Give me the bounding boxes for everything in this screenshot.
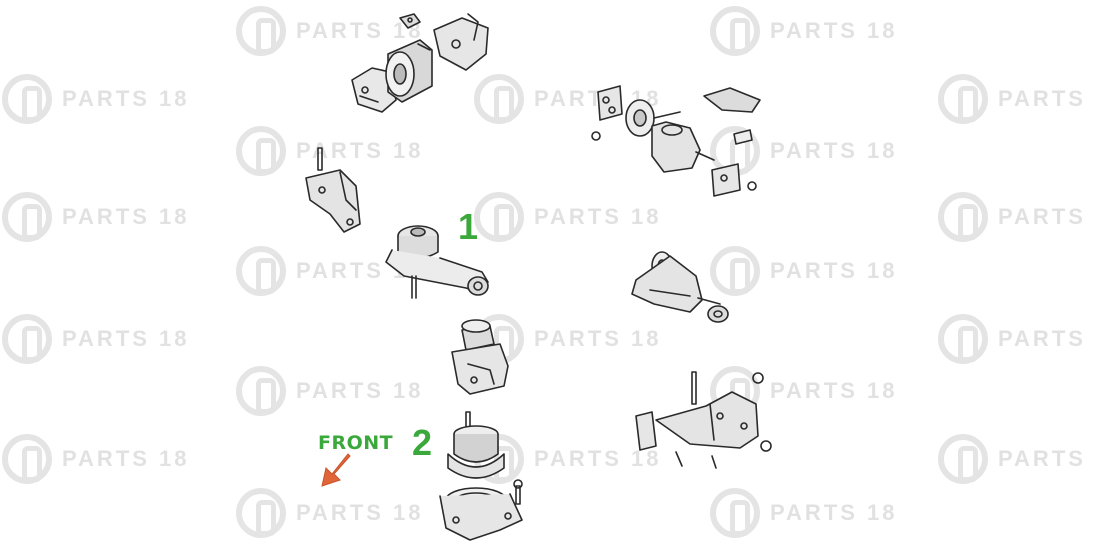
parts18-watermark: PARTS 18	[710, 6, 898, 56]
front-arrow-icon	[321, 453, 351, 487]
parts18-logo-icon	[2, 192, 52, 242]
parts18-watermark: PARTS 18	[710, 488, 898, 538]
parts18-logo-icon	[938, 314, 988, 364]
parts18-logo-icon	[938, 192, 988, 242]
right-bottom-bracket	[635, 371, 772, 469]
parts18-logo-icon	[938, 74, 988, 124]
parts18-watermark: PARTS 18	[2, 314, 190, 364]
watermark-text: PARTS	[998, 326, 1086, 351]
parts18-logo-icon	[474, 74, 524, 124]
parts18-logo-icon	[710, 6, 760, 56]
watermark-text: PARTS 18	[770, 378, 898, 403]
watermark-text: PARTS 18	[296, 18, 424, 43]
watermark-text: PARTS 18	[534, 204, 662, 229]
part-number-2: 2	[412, 422, 433, 463]
lower-mount-stack	[439, 319, 523, 541]
top-left-mount	[351, 13, 489, 113]
watermark-text: PARTS 18	[770, 500, 898, 525]
parts18-watermark: PARTS	[938, 314, 1086, 364]
parts18-watermark: PARTS	[938, 74, 1086, 124]
part-number-1: 1	[458, 206, 479, 247]
parts18-watermark: PARTS 18	[710, 366, 898, 416]
parts18-watermark: PARTS 18	[236, 366, 424, 416]
watermark-text: PARTS 18	[62, 86, 190, 111]
parts18-watermark: PARTS 18	[2, 192, 190, 242]
watermark-text: PARTS	[998, 446, 1086, 471]
parts18-watermark: PARTS 18	[474, 74, 662, 124]
watermark-text: PARTS 18	[296, 378, 424, 403]
parts18-watermark: PARTS	[938, 434, 1086, 484]
torque-rod-mount	[385, 225, 489, 299]
watermark-text: PARTS 18	[296, 138, 424, 163]
front-direction-label: FRONT	[318, 432, 394, 454]
right-top-mount	[591, 85, 761, 197]
watermark-text: PARTS 18	[534, 446, 662, 471]
parts18-logo-icon	[236, 126, 286, 176]
parts18-logo-icon	[236, 488, 286, 538]
watermark-text: PARTS 18	[770, 258, 898, 283]
watermark-text: PARTS	[998, 204, 1086, 229]
watermark-text: PARTS 18	[770, 18, 898, 43]
watermark-text: PARTS 18	[534, 326, 662, 351]
parts18-logo-icon	[938, 434, 988, 484]
parts18-logo-icon	[710, 246, 760, 296]
parts18-watermark: PARTS 18	[2, 74, 190, 124]
parts18-logo-icon	[236, 366, 286, 416]
parts18-watermark: PARTS 18	[236, 6, 424, 56]
watermark-text: PARTS	[998, 86, 1086, 111]
parts18-logo-icon	[236, 6, 286, 56]
parts18-logo-icon	[236, 246, 286, 296]
watermark-text: PARTS 18	[296, 500, 424, 525]
parts18-watermark: PARTS 18	[2, 434, 190, 484]
watermark-text: PARTS 18	[770, 138, 898, 163]
left-stud-bracket	[305, 147, 361, 233]
parts18-logo-icon	[2, 314, 52, 364]
parts18-logo-icon	[474, 192, 524, 242]
parts18-logo-icon	[2, 434, 52, 484]
parts18-logo-icon	[710, 488, 760, 538]
parts18-watermark: PARTS 18	[236, 126, 424, 176]
parts18-logo-icon	[2, 74, 52, 124]
watermark-text: PARTS 18	[62, 446, 190, 471]
parts18-watermark: PARTS	[938, 192, 1086, 242]
watermark-text: PARTS 18	[62, 326, 190, 351]
parts18-watermark: PARTS 18	[236, 488, 424, 538]
watermark-text: PARTS 18	[62, 204, 190, 229]
parts18-watermark: PARTS 18	[710, 246, 898, 296]
parts18-watermark: PARTS 18	[474, 192, 662, 242]
right-middle-mount	[631, 251, 729, 323]
